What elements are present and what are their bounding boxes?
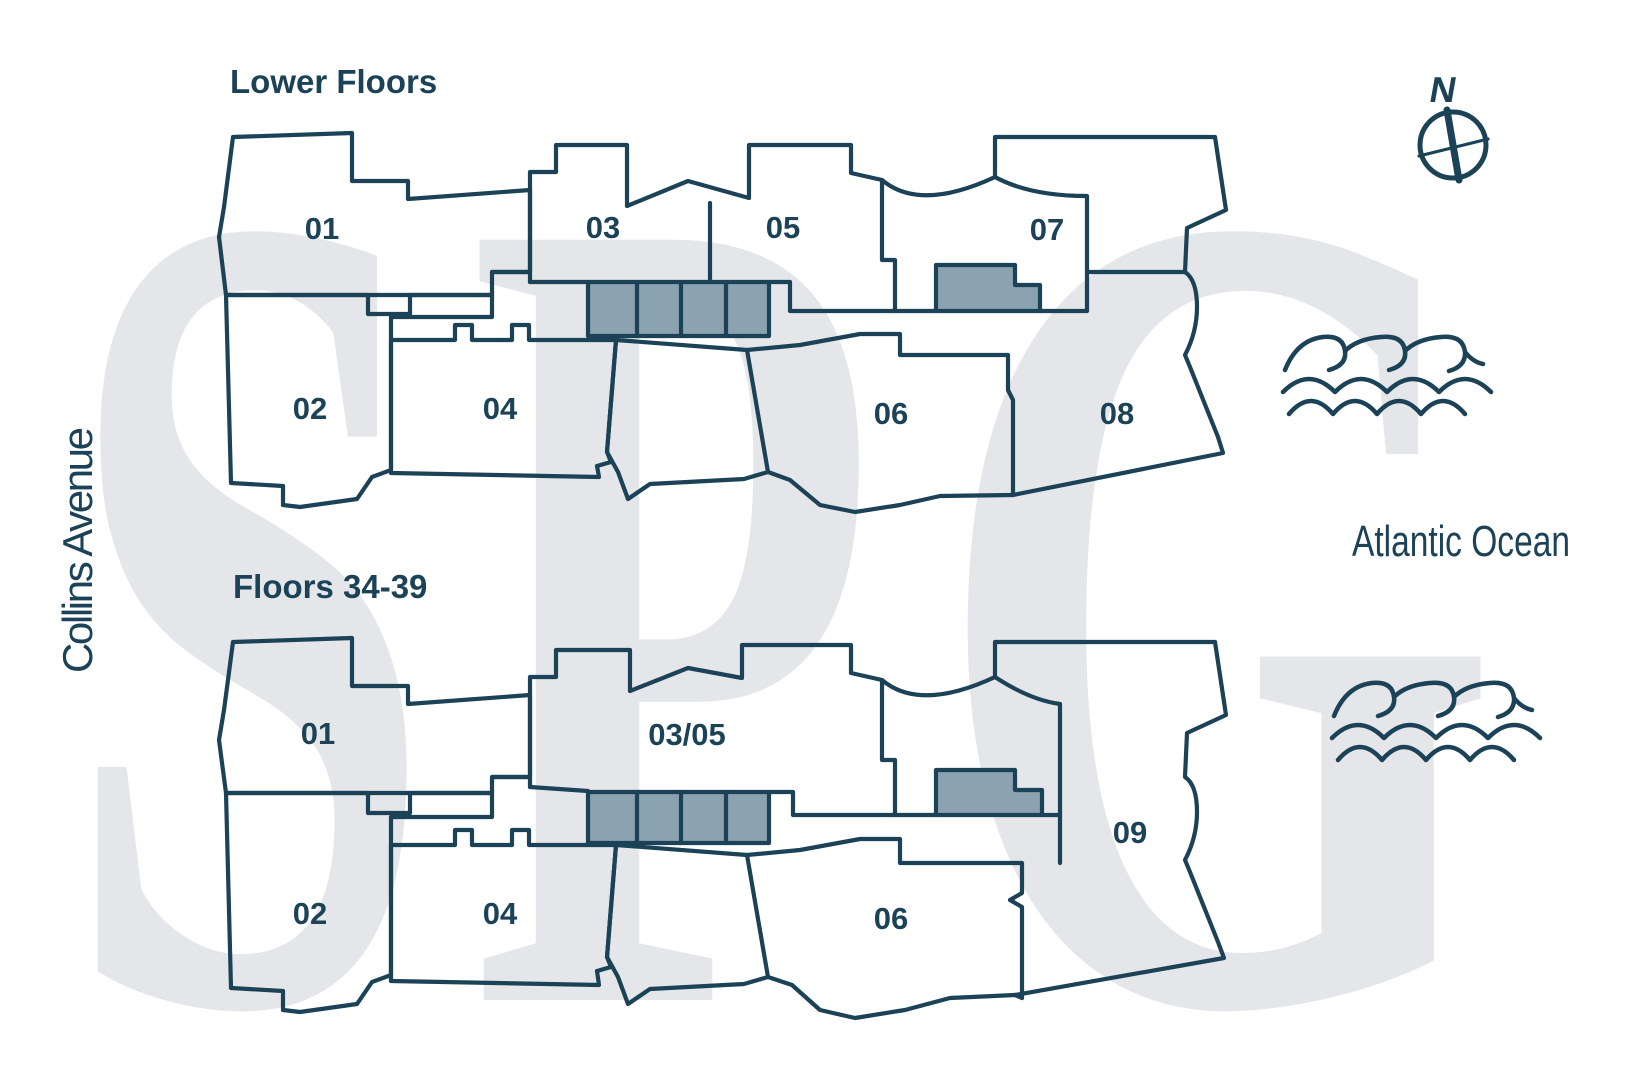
core-cell-dividers bbox=[634, 279, 729, 339]
compass: N bbox=[1417, 69, 1490, 184]
upper-shaded-core bbox=[585, 767, 1045, 846]
lower-floors-title: Lower Floors bbox=[230, 63, 437, 100]
unit-label-06: 06 bbox=[874, 901, 908, 936]
units-03-05-top-outline bbox=[527, 642, 898, 818]
unit-label-03: 03 bbox=[586, 210, 620, 245]
corridor-bottom-lines bbox=[744, 331, 1016, 498]
unit-label-04: 04 bbox=[483, 391, 518, 426]
units-03-05-top-outline bbox=[527, 142, 898, 314]
watermark-letter-s: S bbox=[62, 0, 435, 1080]
compass-circle bbox=[1417, 109, 1489, 181]
watermark-letter-g: G bbox=[932, 0, 1501, 1080]
floors-34-39-title: Floors 34-39 bbox=[233, 568, 427, 605]
lower-shaded-core bbox=[585, 262, 1043, 339]
unit-label-01: 01 bbox=[305, 211, 339, 246]
compass-needle-ew bbox=[1417, 137, 1490, 158]
unit-04-outline bbox=[388, 827, 619, 988]
unit-label-04: 04 bbox=[483, 896, 518, 931]
unit-label-02: 02 bbox=[293, 391, 327, 426]
unit-label-05: 05 bbox=[766, 210, 800, 245]
unit-04-outline bbox=[388, 322, 619, 480]
unit-09-inner-edge bbox=[992, 674, 1063, 818]
corridor-top-lines bbox=[489, 774, 1063, 818]
street-label: Collins Avenue bbox=[54, 427, 101, 673]
core-cell-dividers bbox=[634, 789, 729, 846]
unit-06-bottom-edge bbox=[765, 974, 1025, 1021]
unit-06-bottom-edge bbox=[765, 469, 1016, 515]
compass-needle-ns bbox=[1443, 106, 1463, 184]
corridor-bottom-lines bbox=[744, 812, 1063, 1001]
unit-label-07: 07 bbox=[1030, 212, 1064, 247]
lower-floor-plan: Lower Floors 01 02 03 04 05 06 07 08 bbox=[216, 63, 1229, 515]
spg-watermark: S P G bbox=[62, 0, 1501, 1080]
unit-label-08: 08 bbox=[1100, 396, 1134, 431]
watermark-letter-p: P bbox=[468, 0, 878, 1080]
core-cells-block bbox=[585, 279, 772, 339]
unit-label-03-05: 03/05 bbox=[648, 717, 726, 752]
unit-label-02: 02 bbox=[293, 896, 327, 931]
core-wedge-outline bbox=[604, 337, 771, 502]
unit-label-06: 06 bbox=[874, 396, 908, 431]
unit-08-outline bbox=[1010, 269, 1226, 498]
unit-07-outline bbox=[879, 134, 1229, 275]
unit-09-top-outline bbox=[879, 639, 1229, 998]
core-cells-block bbox=[585, 789, 772, 846]
ocean-label: Atlantic Ocean bbox=[1352, 517, 1570, 566]
upper-floor-plan: Floors 34-39 01 02 03/05 04 06 09 bbox=[216, 568, 1229, 1021]
unit-label-09: 09 bbox=[1113, 815, 1147, 850]
corridor-top-lines bbox=[489, 269, 1090, 314]
core-wedge-outline bbox=[604, 842, 771, 1007]
unit-label-01: 01 bbox=[301, 716, 335, 751]
